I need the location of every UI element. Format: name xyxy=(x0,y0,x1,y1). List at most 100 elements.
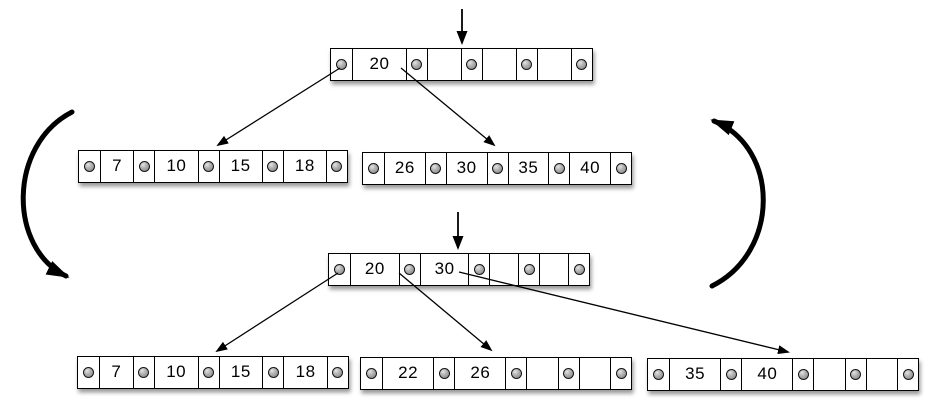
key-cell: 35 xyxy=(507,153,549,184)
key-cell: 26 xyxy=(384,153,425,184)
key-cell: 7 xyxy=(100,151,134,182)
pointer-cell xyxy=(132,357,154,388)
pointer-dot-icon xyxy=(797,369,809,380)
pointer-cell xyxy=(361,358,382,389)
pointer-dot-icon xyxy=(83,367,94,378)
key-cell xyxy=(426,49,461,80)
pointer-dot-icon xyxy=(368,163,379,174)
key-cell xyxy=(489,254,519,285)
key-cell: 18 xyxy=(283,357,327,388)
pointer-dot-icon xyxy=(336,59,347,70)
key-cell: 40 xyxy=(741,359,793,390)
pointer-dot-icon xyxy=(331,161,343,172)
pointer-cell xyxy=(405,49,427,80)
pointer-dot-icon xyxy=(138,367,150,378)
pointer-cell xyxy=(197,357,219,388)
cycle-arrow-right-up-icon xyxy=(709,118,766,289)
key-cell: 22 xyxy=(382,358,434,389)
pointer-dot-icon xyxy=(438,368,450,379)
key-cell xyxy=(539,254,569,285)
pointer-dot-icon xyxy=(576,59,588,70)
pointer-cell xyxy=(610,153,631,184)
pointer-dot-icon xyxy=(850,369,862,380)
pointer-cell xyxy=(610,358,632,389)
pointer-cell xyxy=(363,153,384,184)
key-cell: 20 xyxy=(352,49,406,80)
pointer-cell xyxy=(78,357,99,388)
pointer-cell xyxy=(518,254,540,285)
pointer-cell xyxy=(424,153,446,184)
pointer-dot-icon xyxy=(473,264,485,275)
pointer-cell xyxy=(326,357,348,388)
pointer-cell xyxy=(433,358,455,389)
pointer-dot-icon xyxy=(267,161,279,172)
key-cell xyxy=(526,358,558,389)
pointer-cell xyxy=(133,151,155,182)
pointer-dot-icon xyxy=(653,369,664,380)
btree-node-top-child-right: 26 30 35 40 xyxy=(362,152,632,185)
key-cell: 10 xyxy=(154,151,198,182)
pointer-dot-icon xyxy=(466,59,478,70)
pointer-dot-icon xyxy=(553,163,565,174)
pointer-cell xyxy=(486,153,508,184)
key-cell xyxy=(578,358,611,389)
key-cell xyxy=(481,49,516,80)
pointer-cell xyxy=(329,254,350,285)
pointer-cell xyxy=(570,49,592,80)
pointer-dot-icon xyxy=(615,368,627,379)
pointer-dot-icon xyxy=(521,59,533,70)
key-cell xyxy=(813,359,845,390)
pointer-cell xyxy=(648,359,669,390)
pointer-cell xyxy=(515,49,537,80)
pointer-dot-icon xyxy=(523,264,535,275)
pointer-dot-icon xyxy=(430,163,442,174)
pointer-cell xyxy=(548,153,570,184)
pointer-dot-icon xyxy=(334,264,345,275)
pointer-dot-icon xyxy=(615,163,627,174)
key-cell: 40 xyxy=(569,153,610,184)
key-cell: 35 xyxy=(669,359,721,390)
pointer-cell xyxy=(325,151,347,182)
key-cell xyxy=(536,49,571,80)
key-cell: 10 xyxy=(153,357,198,388)
pointer-cell xyxy=(262,357,284,388)
key-cell: 7 xyxy=(99,357,133,388)
btree-node-top-child-left: 7 10 15 18 xyxy=(78,150,348,183)
pointer-dot-icon xyxy=(563,368,575,379)
pointer-dot-icon xyxy=(84,161,95,172)
pointer-dot-icon xyxy=(573,264,585,275)
btree-node-bottom-child-right: 35 40 xyxy=(647,358,919,391)
key-cell: 15 xyxy=(218,151,262,182)
pointer-dot-icon xyxy=(366,368,377,379)
key-cell xyxy=(865,359,898,390)
pointer-cell xyxy=(505,358,527,389)
key-cell: 18 xyxy=(282,151,326,182)
pointer-dot-icon xyxy=(492,163,503,174)
key-cell: 20 xyxy=(350,254,399,285)
pointer-dot-icon xyxy=(404,264,416,275)
pointer-cell xyxy=(468,254,490,285)
cycle-arrow-left-down-icon xyxy=(20,109,75,279)
pointer-cell xyxy=(720,359,742,390)
pointer-dot-icon xyxy=(203,367,215,378)
pointer-cell xyxy=(331,49,352,80)
pointer-cell xyxy=(398,254,420,285)
pointer-dot-icon xyxy=(138,161,150,172)
btree-node-top-root: 20 xyxy=(330,48,593,81)
pointer-dot-icon xyxy=(902,369,914,380)
pointer-cell xyxy=(557,358,579,389)
key-cell: 26 xyxy=(454,358,506,389)
pointer-dot-icon xyxy=(725,369,737,380)
pointer-cell xyxy=(261,151,283,182)
pointer-cell xyxy=(568,254,590,285)
pointer-cell xyxy=(792,359,814,390)
key-cell: 30 xyxy=(445,153,487,184)
pointer-cell xyxy=(460,49,482,80)
pointer-cell xyxy=(79,151,100,182)
edge-bottom-root-to-left-child xyxy=(215,272,339,353)
pointer-dot-icon xyxy=(510,368,522,379)
pointer-cell xyxy=(897,359,919,390)
pointer-cell xyxy=(844,359,866,390)
